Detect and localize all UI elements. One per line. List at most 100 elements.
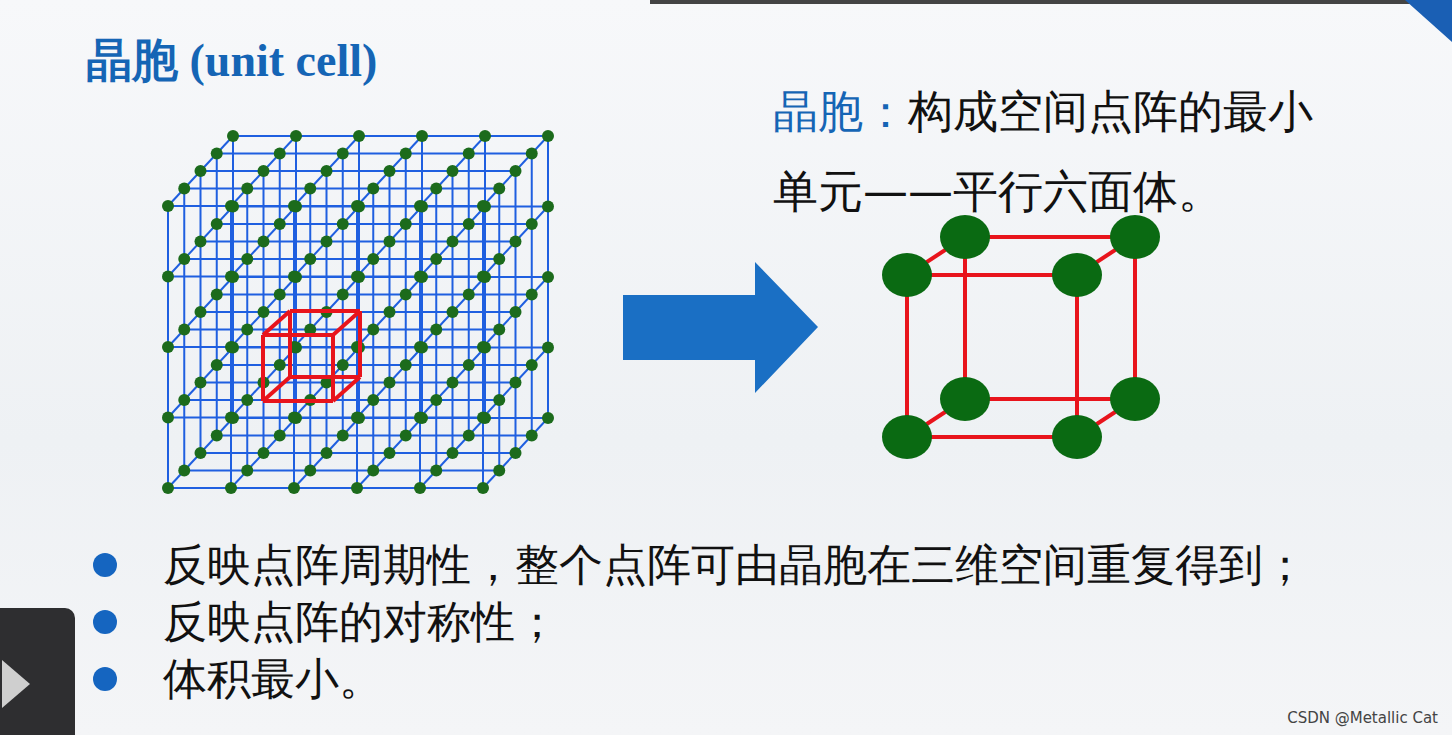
lattice-point — [162, 412, 174, 424]
lattice-point — [542, 130, 554, 142]
bullet-dots — [93, 553, 117, 691]
lattice-point — [447, 165, 459, 177]
lattice-point — [337, 148, 349, 160]
play-button — [0, 608, 75, 735]
lattice-point — [211, 218, 223, 230]
cell-edge — [263, 399, 333, 403]
lattice-line — [483, 277, 548, 347]
lattice-line — [420, 418, 485, 488]
lattice-line — [231, 418, 296, 488]
lattice-line — [483, 418, 548, 488]
lattice-line — [357, 207, 422, 277]
highlighted-cell — [263, 311, 360, 401]
lattice-point — [195, 236, 207, 248]
lattice-line — [231, 136, 296, 206]
cell-edge — [261, 335, 265, 401]
lattice-point — [353, 130, 365, 142]
cell-edge — [963, 237, 967, 399]
lattice-point — [337, 359, 349, 371]
cell-edge — [358, 311, 362, 377]
lattice-point — [162, 341, 174, 353]
lattice-point — [400, 289, 412, 301]
lattice-point — [290, 130, 302, 142]
watermark: CSDN @Metallic Cat — [1287, 709, 1438, 727]
cell-edge — [263, 377, 290, 401]
cell-edge — [263, 333, 333, 337]
lattice-point — [526, 148, 538, 160]
lattice-line — [231, 207, 296, 277]
lattice-point — [162, 482, 174, 494]
block-arrow — [623, 262, 818, 393]
lattice-point — [274, 148, 286, 160]
lattice-point — [241, 465, 253, 477]
lattice-point — [493, 183, 505, 195]
lattice-point — [258, 447, 270, 459]
lattice-point — [367, 465, 379, 477]
cell-edge — [907, 435, 1077, 439]
lattice-point — [321, 447, 333, 459]
lattice-point — [384, 236, 396, 248]
lattice-line — [294, 418, 359, 488]
lattice-point — [211, 148, 223, 160]
lattice-point — [493, 253, 505, 265]
lattice-point — [479, 130, 491, 142]
space-lattice — [162, 130, 554, 494]
lattice-point — [178, 465, 190, 477]
lattice-point — [367, 183, 379, 195]
lattice-point — [526, 430, 538, 442]
lattice-point — [447, 306, 459, 318]
lattice-point — [258, 236, 270, 248]
lattice-point — [351, 271, 363, 283]
lattice-point — [178, 183, 190, 195]
lattice-point — [430, 253, 442, 265]
lattice-line — [168, 418, 233, 488]
lattice-point — [211, 430, 223, 442]
lattice-point — [493, 465, 505, 477]
lattice-point — [542, 271, 554, 283]
lattice-point — [430, 183, 442, 195]
lattice-point — [367, 253, 379, 265]
lattice-line — [483, 136, 548, 206]
lattice-line — [294, 136, 359, 206]
lattice-line — [168, 136, 233, 206]
lattice-point — [195, 377, 207, 389]
lattice-point — [321, 236, 333, 248]
lattice-point — [542, 412, 554, 424]
lattice-point — [258, 306, 270, 318]
lattice-point — [510, 306, 522, 318]
lattice-point — [195, 165, 207, 177]
bullet-dot — [93, 610, 117, 634]
lattice-point — [178, 324, 190, 336]
lattice-point — [400, 430, 412, 442]
lattice-point — [463, 148, 475, 160]
bullet-text: 反映点阵周期性，整个点阵可由晶胞在三维空间重复得到； — [163, 537, 1307, 593]
cell-edge — [1133, 237, 1137, 399]
lattice-point — [241, 253, 253, 265]
top-bar — [650, 0, 1415, 4]
cell-edge — [290, 309, 360, 313]
lattice-line — [357, 418, 422, 488]
lattice-point — [288, 271, 300, 283]
lattice-point — [351, 482, 363, 494]
lattice-line — [357, 136, 422, 206]
lattice-point — [542, 342, 554, 354]
lattice-point — [367, 324, 379, 336]
lattice-point — [463, 359, 475, 371]
cell-edge — [331, 335, 335, 401]
lattice-point — [195, 447, 207, 459]
cell-edge — [907, 273, 1077, 277]
lattice-point — [384, 377, 396, 389]
definition-block: 晶胞：构成空间点阵的最小单元——平行六面体。 — [773, 72, 1313, 232]
lattice-point — [1110, 215, 1160, 259]
bullet-text: 反映点阵的对称性； — [163, 594, 559, 650]
lattice-point — [304, 253, 316, 265]
lattice-point — [225, 200, 237, 212]
lattice-point — [447, 447, 459, 459]
lattice-point — [526, 289, 538, 301]
lattice-point — [1052, 253, 1102, 297]
lattice-point — [178, 253, 190, 265]
lattice-point — [384, 306, 396, 318]
lattice-line — [420, 136, 485, 206]
lattice-point — [337, 218, 349, 230]
lattice-point — [178, 394, 190, 406]
